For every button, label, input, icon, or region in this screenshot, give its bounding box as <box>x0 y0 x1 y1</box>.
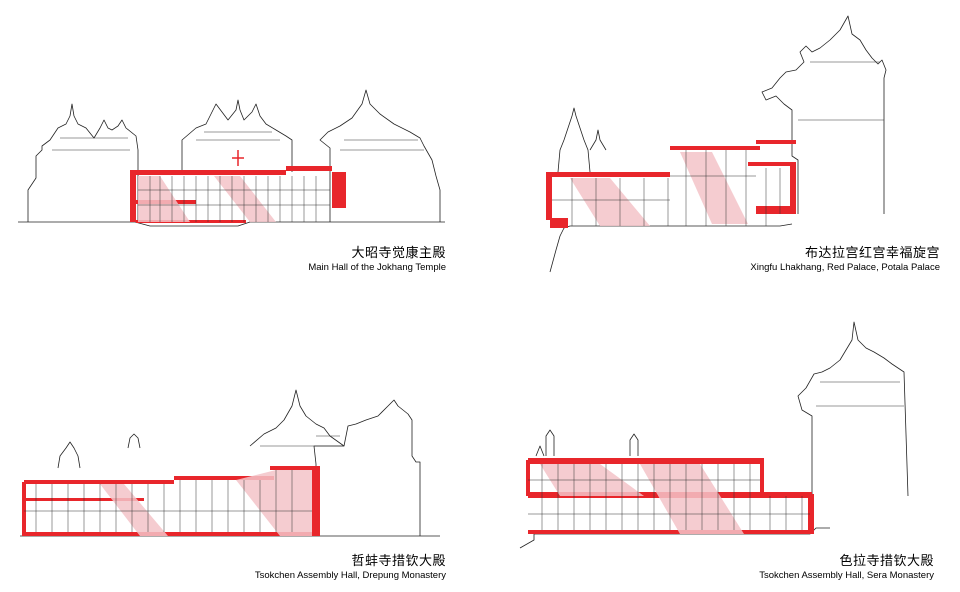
jokhang-section-drawing <box>18 89 445 227</box>
title-zh-jokhang: 大昭寺觉康主殿 <box>351 246 446 261</box>
title-en-potala: Xingfu Lhakhang, Red Palace, Potala Pala… <box>750 262 940 273</box>
potala-section-drawing <box>546 15 887 273</box>
title-en-drepung: Tsokchen Assembly Hall, Drepung Monaster… <box>254 570 446 581</box>
section-jokhang: 大昭寺觉康主殿 Main Hall of the Jokhang Temple <box>0 0 480 296</box>
section-potala: 布达拉宫红宫幸福旋宫 Xingfu Lhakhang, Red Palace, … <box>480 0 960 296</box>
drepung-section-drawing <box>20 389 440 537</box>
sera-section-drawing <box>519 321 909 549</box>
title-zh-potala: 布达拉宫红宫幸福旋宫 <box>804 246 940 261</box>
caption-potala: 布达拉宫红宫幸福旋宫 Xingfu Lhakhang, Red Palace, … <box>750 246 940 274</box>
caption-drepung: 哲蚌寺措钦大殿 Tsokchen Assembly Hall, Drepung … <box>255 554 446 582</box>
title-zh-drepung: 哲蚌寺措钦大殿 <box>351 554 446 569</box>
section-drepung: 哲蚌寺措钦大殿 Tsokchen Assembly Hall, Drepung … <box>0 296 480 592</box>
title-en-sera: Tsokchen Assembly Hall, Sera Monastery <box>759 570 934 581</box>
caption-sera: 色拉寺措钦大殿 Tsokchen Assembly Hall, Sera Mon… <box>759 554 934 582</box>
title-en-jokhang: Main Hall of the Jokhang Temple <box>308 262 446 273</box>
section-sera: 色拉寺措钦大殿 Tsokchen Assembly Hall, Sera Mon… <box>480 296 960 592</box>
title-zh-sera: 色拉寺措钦大殿 <box>839 554 934 569</box>
caption-jokhang: 大昭寺觉康主殿 Main Hall of the Jokhang Temple <box>308 246 446 274</box>
